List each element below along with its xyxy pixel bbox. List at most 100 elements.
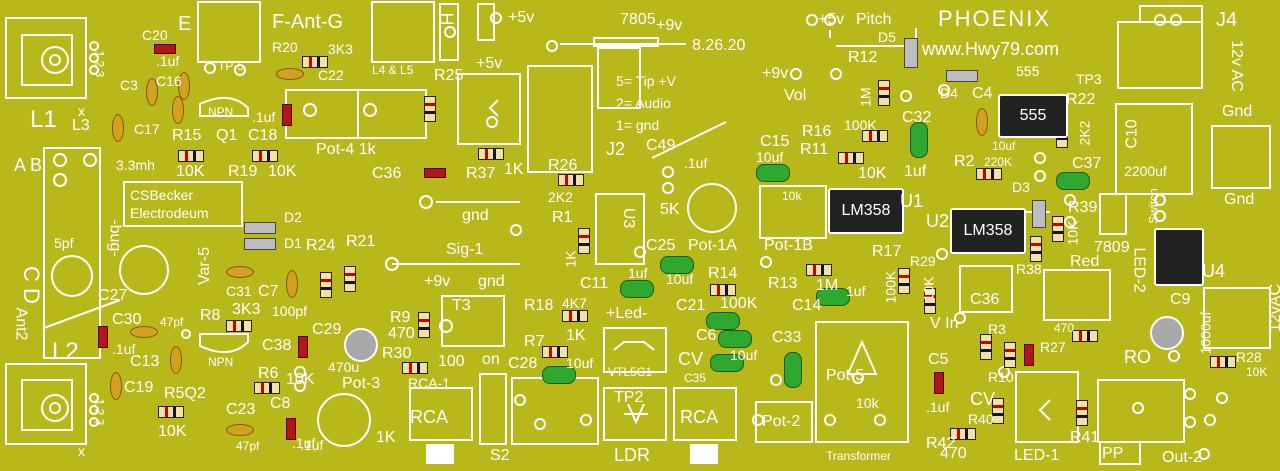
label-ldr: LDR bbox=[614, 445, 651, 465]
label-c28-val: 10uf bbox=[566, 355, 594, 371]
label-r26: R26 bbox=[548, 157, 578, 174]
label-r15-val: 10K bbox=[176, 163, 205, 180]
cap-c36 bbox=[424, 168, 446, 178]
label-plus9v-lower: +9v bbox=[424, 273, 451, 290]
cap-c38 bbox=[298, 336, 308, 358]
label-r30-val: 100 bbox=[438, 353, 465, 370]
label-r30: R30 bbox=[382, 345, 412, 362]
label-c3: C3 bbox=[120, 77, 138, 93]
label-pot2: Pot-2 bbox=[762, 413, 801, 430]
label-r12: R12 bbox=[848, 49, 878, 66]
label-j4: J4 bbox=[1216, 9, 1238, 31]
cap-c5 bbox=[934, 372, 944, 394]
label-c37: C37 bbox=[1072, 155, 1102, 172]
resistor-r42 bbox=[950, 428, 976, 440]
resistor-r39 bbox=[1052, 216, 1064, 242]
label-c5: C5 bbox=[928, 351, 949, 368]
label-led1: LED-1 bbox=[1014, 447, 1060, 464]
label-r7-val: 1K bbox=[566, 327, 586, 344]
cap-c31 bbox=[226, 266, 254, 278]
label-r28-val: 10K bbox=[1246, 365, 1268, 379]
cap-c13 bbox=[170, 346, 182, 374]
label-j2-audio: 2= Audio bbox=[616, 95, 671, 111]
cap-c4 bbox=[976, 108, 988, 136]
label-plus9v: +9v bbox=[656, 17, 683, 34]
label-r1: R1 bbox=[552, 209, 573, 226]
board-url: www.Hwy79.com bbox=[922, 39, 1060, 59]
label-c29: C29 bbox=[312, 321, 342, 338]
label-pitch: Pitch bbox=[856, 11, 892, 28]
label-c9-val: 1000uf bbox=[1197, 311, 1214, 355]
label-vtl5c1: VTL5C1 bbox=[608, 365, 653, 379]
cap-c15 bbox=[756, 164, 790, 182]
resistor-r27 bbox=[1072, 330, 1098, 342]
label-c32: C32 bbox=[902, 109, 932, 126]
label-r22: R22 bbox=[1066, 91, 1096, 108]
label-c21: C21 bbox=[676, 297, 706, 314]
label-r20-val: 3K3 bbox=[328, 41, 353, 57]
resistor-r5 bbox=[158, 406, 184, 418]
label-r24: R24 bbox=[306, 237, 336, 254]
label-r19: R19 bbox=[228, 163, 258, 180]
label-f-ant-g: F-Ant-G bbox=[272, 11, 344, 33]
resistor-r17 bbox=[898, 268, 910, 294]
ic-u1-lm358: LM358 bbox=[828, 188, 904, 234]
label-r2: R2 bbox=[954, 153, 975, 170]
ic-555: 555 bbox=[998, 94, 1068, 138]
label-switch: Switch bbox=[1146, 188, 1161, 224]
label-npn-q2: NPN bbox=[208, 355, 234, 369]
resistor-r9 bbox=[418, 312, 430, 338]
label-r20: R20 bbox=[272, 39, 298, 55]
label-c16: C16 bbox=[156, 73, 182, 89]
label-d3: D3 bbox=[1012, 179, 1030, 195]
credit-line2: Electrodeum bbox=[130, 205, 209, 221]
label-c27-val: .1uf bbox=[112, 341, 136, 357]
label-r9: R9 bbox=[390, 309, 411, 326]
diode-d4 bbox=[946, 70, 978, 82]
cap-c19 bbox=[110, 372, 122, 400]
cap-c17 bbox=[112, 114, 124, 142]
label-r6-val: 10K bbox=[286, 371, 315, 388]
cap-c37 bbox=[1056, 172, 1090, 190]
label-u4: U4 bbox=[1202, 261, 1226, 281]
cap-c23 bbox=[226, 424, 254, 436]
label-r14: R14 bbox=[708, 265, 738, 282]
cap-c35 bbox=[710, 354, 744, 372]
label-l3: L3 bbox=[72, 117, 90, 134]
label-q1: Q1 bbox=[216, 127, 238, 144]
label-plus5v-pitch: +5v bbox=[818, 11, 845, 28]
label-pot1b: Pot-1B bbox=[764, 237, 813, 254]
label-j2-gnd: 1= gnd bbox=[616, 117, 660, 133]
label-r10: R10 bbox=[988, 369, 1014, 385]
label-5k: 5K bbox=[660, 201, 680, 218]
label-r19-val: 10K bbox=[268, 163, 297, 180]
label-t3: T3 bbox=[452, 297, 471, 314]
label-r42-val: 470 bbox=[940, 445, 967, 462]
label-npn-q1: NPN bbox=[208, 105, 234, 119]
label-r27: R27 bbox=[1040, 339, 1066, 355]
label-bug: -bug- bbox=[106, 219, 124, 257]
ic-555-label: 555 bbox=[1019, 107, 1047, 124]
resistor-r29 bbox=[924, 288, 936, 314]
board-title: PHOENIX bbox=[938, 6, 1052, 31]
label-c35: C35 bbox=[684, 371, 707, 385]
label-var5: Var-5 bbox=[195, 247, 213, 285]
label-l2: L2 bbox=[52, 338, 79, 365]
resistor-r21 bbox=[344, 266, 356, 292]
label-r25: R25 bbox=[434, 67, 464, 84]
cap-c25 bbox=[660, 256, 694, 274]
cap-c27 bbox=[98, 326, 108, 348]
diode-d2 bbox=[244, 222, 276, 234]
label-l1: L1 bbox=[30, 106, 57, 133]
label-rca1: RCA-1 bbox=[408, 375, 451, 391]
label-r37-val: 1K bbox=[504, 161, 524, 178]
label-d4: D4 bbox=[940, 85, 958, 101]
label-d1: D1 bbox=[284, 235, 302, 251]
label-c14: C14 bbox=[792, 297, 822, 314]
label-rca-right: RCA bbox=[680, 407, 719, 427]
label-r40: R40 bbox=[968, 411, 994, 427]
cap-c32 bbox=[910, 122, 928, 158]
label-cv-mid: CV bbox=[678, 349, 704, 369]
label-r17-val: 100K bbox=[882, 270, 899, 304]
label-out2: Out-2 bbox=[1162, 449, 1203, 466]
